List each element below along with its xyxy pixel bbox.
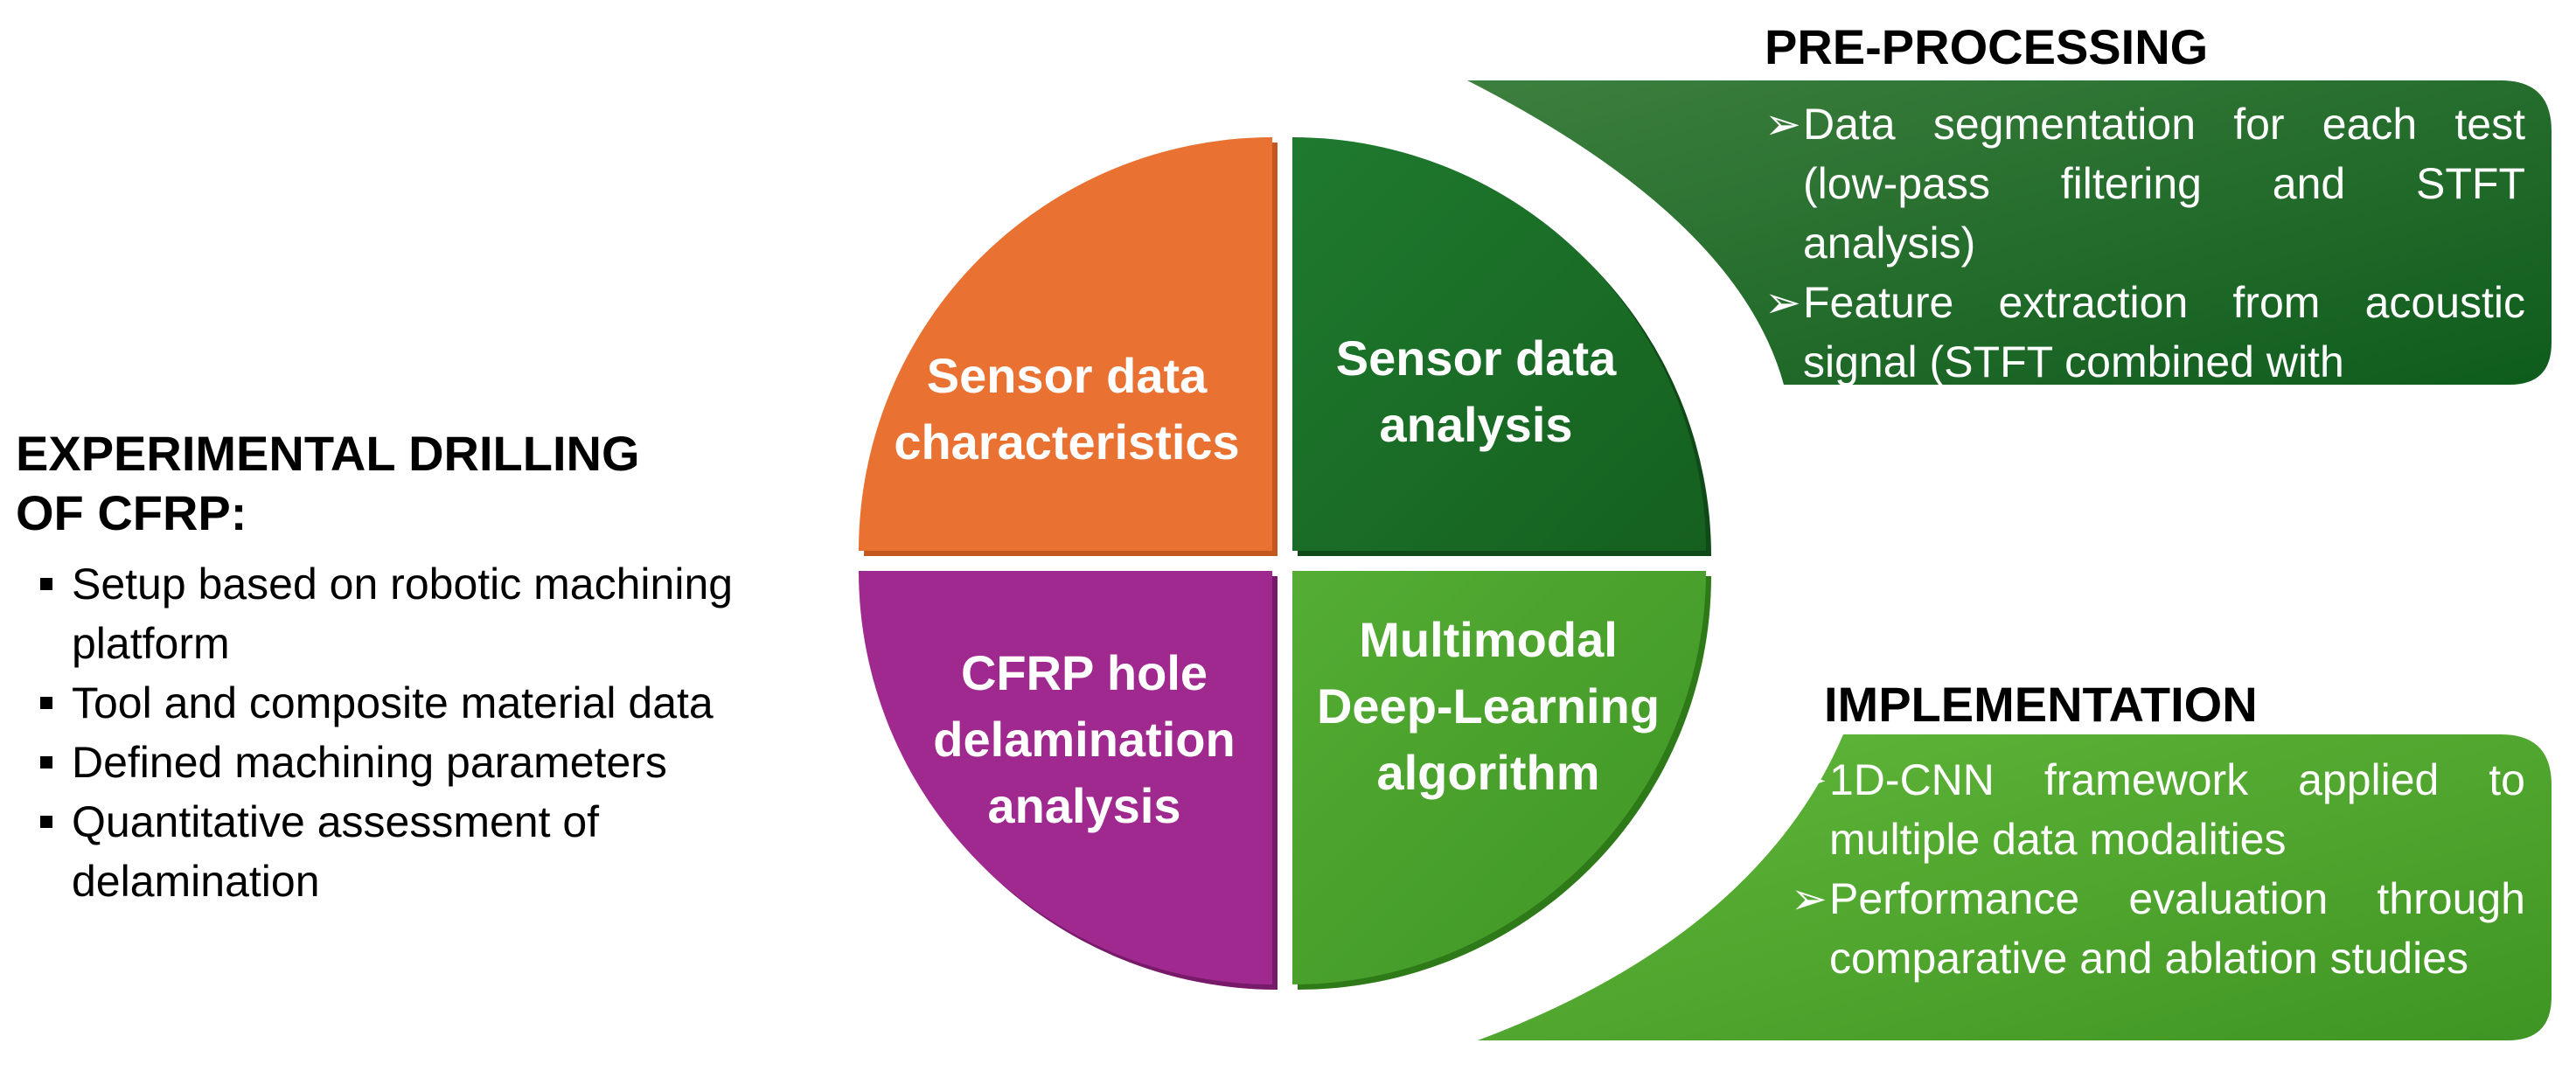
experimental-bullet-list: Setup based on robotic machining platfor… <box>35 554 848 911</box>
label-delamination-analysis: CFRP hole delamination analysis <box>933 645 1236 833</box>
list-item: Quantitative assessment of delamination <box>35 792 848 911</box>
preprocessing-text: ➢Data segmentation for each test (low-pa… <box>1765 94 2525 385</box>
list-item: ➢Data segmentation for each test (low-pa… <box>1765 94 2525 273</box>
list-item: ➢Performance evaluation through comparat… <box>1791 869 2525 988</box>
arrow-bullet-icon: ➢ <box>1765 278 1801 327</box>
quadrant-delamination-analysis <box>859 571 1272 984</box>
square-bullet-icon <box>40 578 52 590</box>
quadrant-sensor-analysis <box>1292 137 1706 551</box>
square-bullet-icon <box>40 756 52 768</box>
label-sensor-characteristics: Sensor data characteristics <box>894 348 1240 469</box>
preprocessing-box <box>1467 80 2552 385</box>
square-bullet-icon <box>40 816 52 828</box>
experimental-title: EXPERIMENTAL DRILLING OF CFRP: <box>16 424 855 543</box>
list-item: Defined machining parameters <box>35 733 848 792</box>
list-item: Setup based on robotic machining platfor… <box>35 554 848 673</box>
label-sensor-analysis: Sensor data analysis <box>1335 330 1617 452</box>
square-bullet-icon <box>40 697 52 709</box>
implementation-text: ➢1D-CNN framework applied to multiple da… <box>1791 750 2525 1039</box>
experimental-title-line2: OF CFRP: <box>16 485 247 540</box>
quadrant-deep-learning <box>1292 571 1706 984</box>
quadrant-sensor-characteristics <box>859 137 1272 551</box>
arrow-bullet-icon: ➢ <box>1791 874 1828 923</box>
arrow-bullet-icon: ➢ <box>1765 100 1801 149</box>
list-item: ➢Feature extraction from acoustic signal… <box>1765 273 2525 385</box>
implementation-title: IMPLEMENTATION <box>1824 677 2258 732</box>
list-item: ➢1D-CNN framework applied to multiple da… <box>1791 750 2525 869</box>
experimental-title-line1: EXPERIMENTAL DRILLING <box>16 426 640 481</box>
implementation-box <box>1478 734 2552 1040</box>
label-deep-learning: Multimodal Deep-Learning algorithm <box>1316 612 1660 800</box>
preprocessing-title: PRE-PROCESSING <box>1765 19 2209 74</box>
list-item: Tool and composite material data <box>35 673 848 733</box>
arrow-bullet-icon: ➢ <box>1791 755 1828 804</box>
